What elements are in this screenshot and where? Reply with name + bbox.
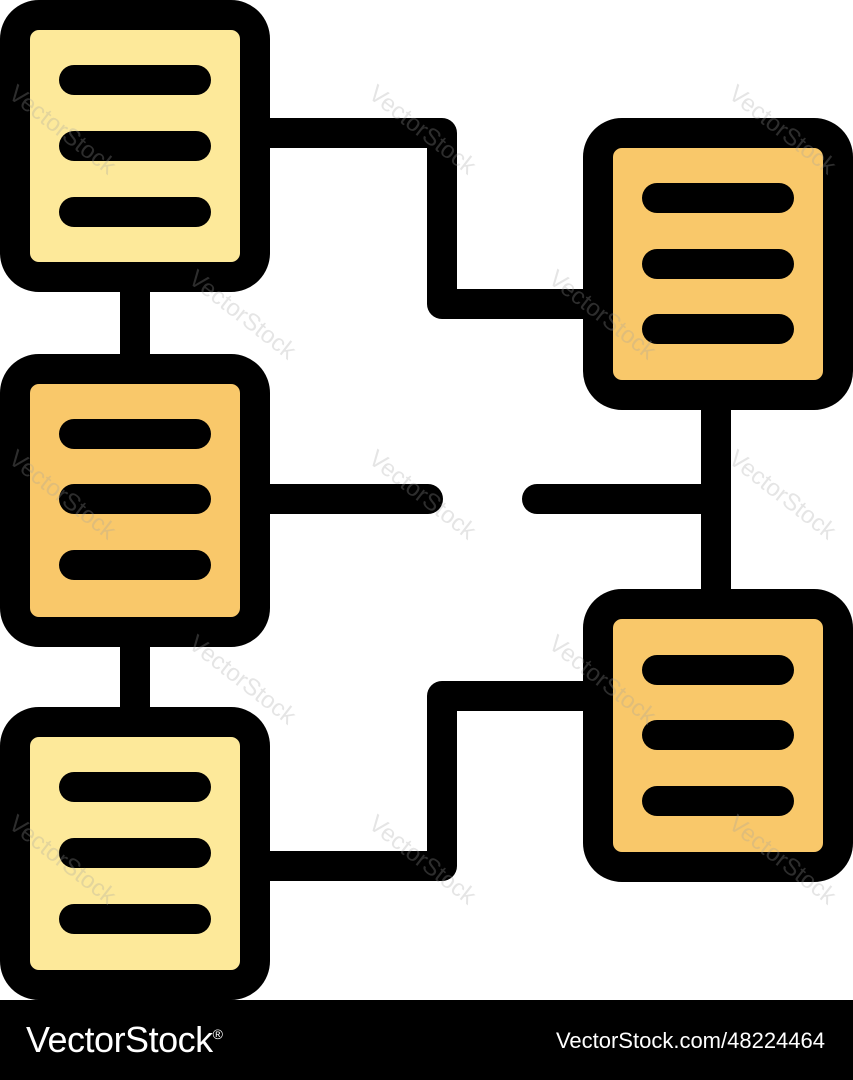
footer-brand: VectorStock®: [26, 1019, 223, 1061]
document-lines-icon: [642, 655, 794, 816]
document-lines-icon: [59, 65, 211, 227]
footer-bar: VectorStock® VectorStock.com/48224464: [0, 1000, 853, 1080]
document-lines-icon: [59, 772, 211, 934]
doc-right-top: [583, 118, 853, 410]
connectors: [120, 118, 731, 881]
doc-left-top: [0, 0, 270, 292]
document-lines-icon: [642, 183, 794, 344]
brand-name: VectorStock: [26, 1019, 213, 1060]
connector-top: [253, 118, 605, 319]
doc-right-bottom: [583, 589, 853, 882]
document-lines-icon: [59, 419, 211, 580]
connector-bottom: [253, 681, 605, 881]
doc-left-bottom: [0, 707, 270, 1000]
registered-mark: ®: [212, 1026, 223, 1042]
footer-image-id: VectorStock.com/48224464: [555, 1028, 825, 1053]
doc-left-middle: [0, 354, 270, 647]
document-network-diagram: [0, 0, 853, 1000]
